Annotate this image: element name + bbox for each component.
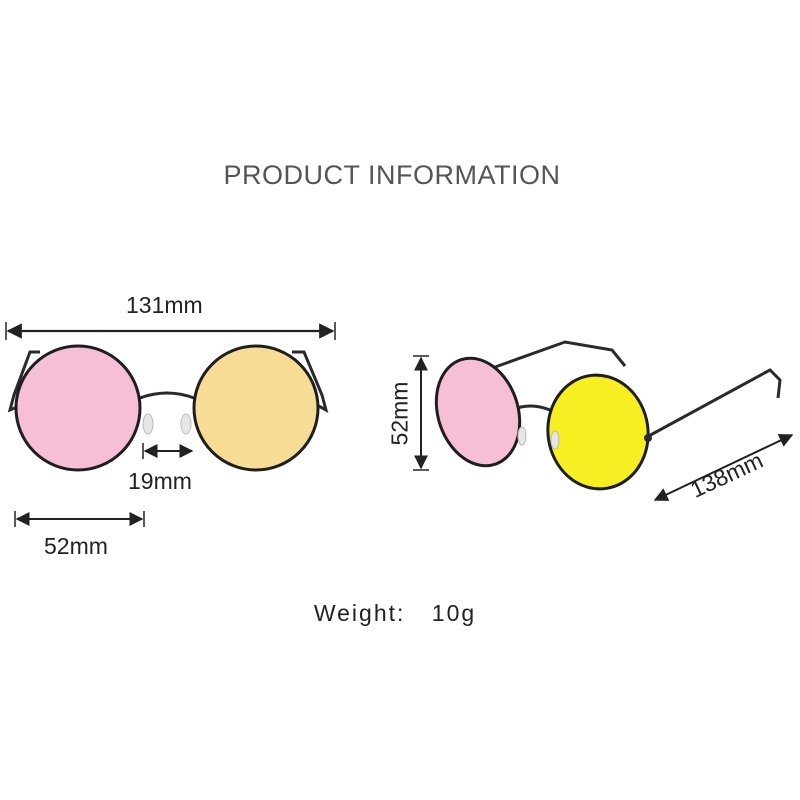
- temple-length-arrow: [653, 434, 794, 501]
- left-lens-pink: [14, 344, 142, 472]
- weight-value: 10g: [431, 600, 477, 626]
- nose-pad-left: [142, 413, 154, 435]
- page-title: PRODUCT INFORMATION: [223, 160, 561, 190]
- lens-width-label: 52mm: [44, 533, 108, 559]
- side-view-glasses: [434, 340, 782, 491]
- bridge: [139, 391, 195, 400]
- total-width-label: 131mm: [126, 292, 203, 318]
- weight-label: Weight:: [313, 600, 406, 626]
- near-temple: [644, 368, 782, 440]
- side-right-lens-yellow: [546, 373, 650, 491]
- lens-height-label: 52mm: [386, 381, 413, 446]
- left-temple: [7, 350, 40, 413]
- front-view-glasses: [7, 344, 329, 472]
- side-left-lens-pink: [434, 356, 522, 468]
- right-temple: [292, 350, 329, 413]
- far-temple: [469, 340, 627, 378]
- bridge-width-label: 19mm: [128, 468, 192, 494]
- weight-line: Weight: 10g: [0, 600, 790, 627]
- right-lens-yellow: [192, 344, 320, 472]
- nose-pad-right: [180, 413, 192, 435]
